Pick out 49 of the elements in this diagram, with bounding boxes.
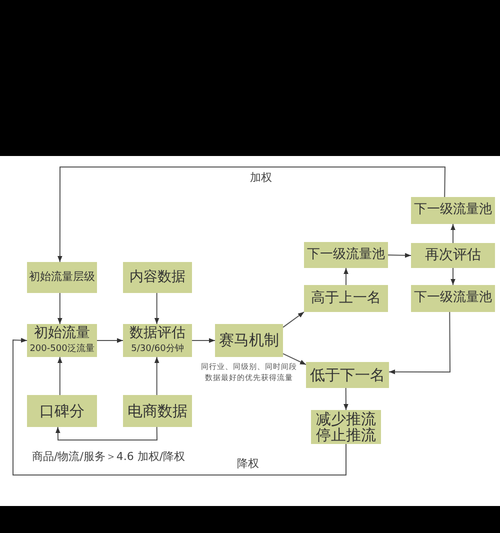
edge-label: 商品/物流/服务＞4.6 加权/降权: [30, 449, 188, 464]
process-box: [27, 395, 97, 427]
arrow: [450, 268, 456, 286]
arrow: [388, 252, 412, 258]
box-title: 内容数据: [130, 270, 186, 286]
arrow: [58, 166, 446, 262]
arrow: [58, 292, 62, 324]
arrow: [154, 356, 160, 396]
arrow: [344, 388, 348, 410]
arrow: [12, 338, 346, 476]
process-box: [411, 243, 495, 268]
process-box: [306, 362, 389, 388]
arrow: [96, 338, 124, 343]
box-title: 再次评估: [425, 248, 481, 264]
process-box: [123, 324, 192, 357]
process-box: [304, 242, 388, 268]
process-box: [411, 285, 495, 312]
process-box: [27, 324, 97, 357]
arrow: [154, 292, 160, 324]
process-box: [27, 262, 97, 293]
arrow: [282, 353, 306, 366]
box-title: 高于上一名: [311, 290, 381, 306]
process-box: [411, 197, 495, 224]
box-title: 数据评估: [130, 326, 186, 342]
box-title: 低于下一名: [310, 366, 385, 384]
edge-label: 降权: [235, 456, 261, 471]
box-title: 口碑分: [40, 402, 84, 420]
box-title: 减少推流停止推流: [315, 410, 377, 444]
box-title: 下一级流量池: [414, 291, 492, 306]
box-subtitle: 5/30/60分钟: [131, 344, 184, 355]
box-title: 电商数据: [128, 402, 188, 420]
process-box: [123, 395, 192, 427]
arrow: [192, 338, 216, 343]
box-title: 下一级流量池: [414, 203, 492, 218]
box-subtitle: 200-500泛流量: [30, 344, 94, 355]
edge-label: 加权: [248, 170, 274, 185]
arrow: [388, 312, 450, 374]
arrow: [450, 224, 456, 244]
arrow: [344, 268, 348, 286]
box-title: 初始流量: [34, 326, 90, 342]
process-box: [215, 324, 283, 357]
process-box: [123, 262, 192, 293]
box-title: 下一级流量池: [307, 248, 385, 262]
arrow: [56, 426, 158, 440]
box-title: 赛马机制: [219, 332, 279, 349]
arrow: [58, 356, 62, 396]
box-title: 初始流量层级: [29, 271, 95, 284]
arrow: [282, 312, 304, 328]
process-box: [304, 285, 388, 312]
